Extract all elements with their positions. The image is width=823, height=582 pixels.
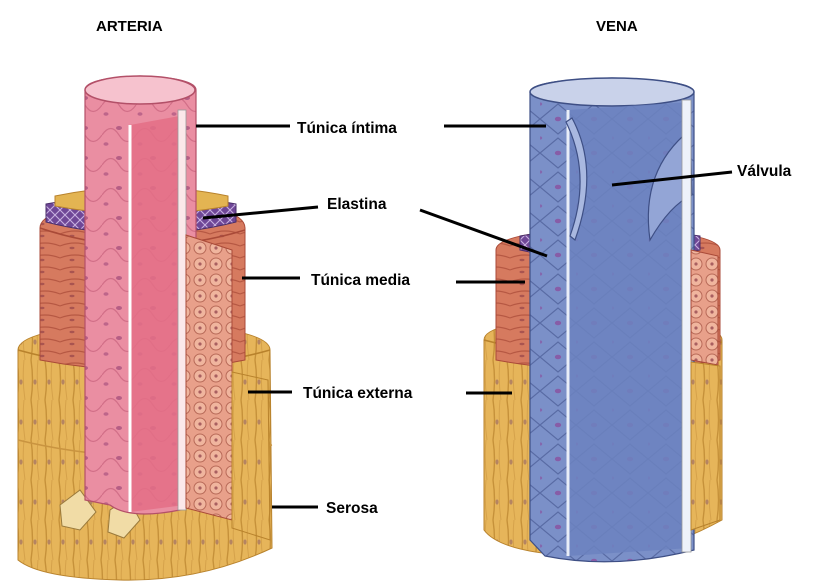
label-tunica-externa: Túnica externa — [303, 385, 413, 402]
label-tunica-media: Túnica media — [311, 272, 410, 289]
leader-elastin-vein — [420, 210, 547, 256]
label-valve: Válvula — [737, 163, 792, 180]
label-elastin: Elastina — [327, 196, 387, 213]
label-tunica-intima: Túnica íntima — [297, 120, 397, 137]
vein-illustration — [484, 78, 722, 562]
artery-illustration — [18, 76, 272, 580]
vein-title: VENA — [596, 18, 638, 35]
artery-title: ARTERIA — [96, 18, 163, 35]
label-serosa: Serosa — [326, 500, 378, 517]
